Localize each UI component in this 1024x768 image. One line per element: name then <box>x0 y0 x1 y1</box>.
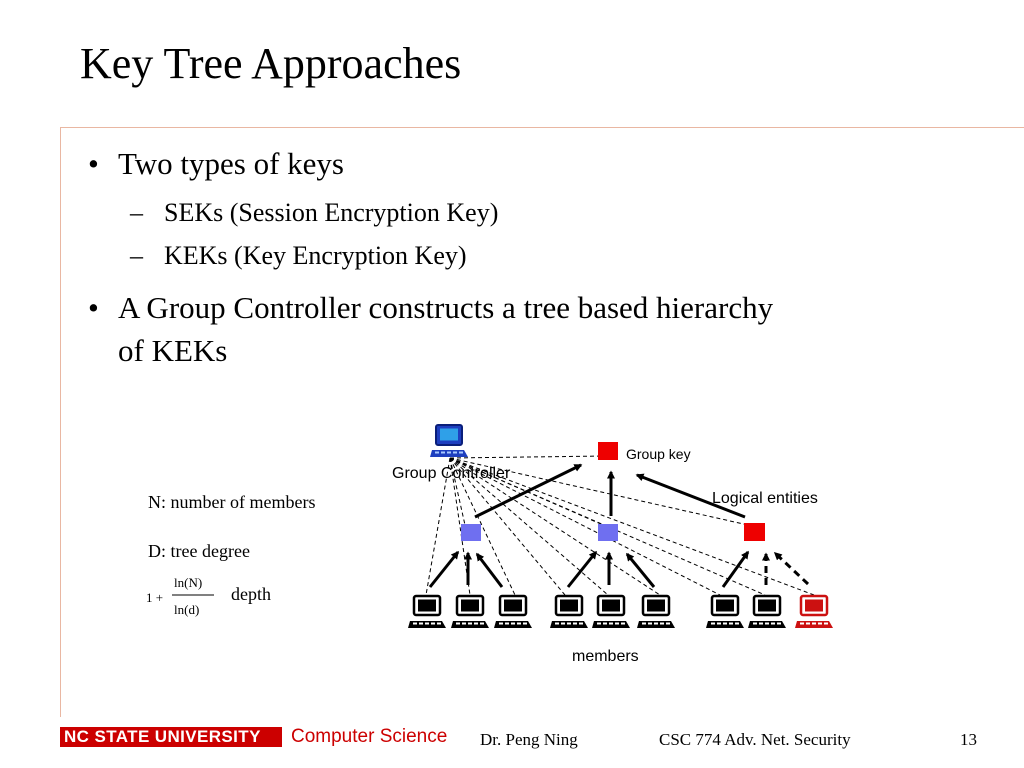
dashed-arrows-right <box>762 551 810 586</box>
formula-one-plus: 1 + <box>146 590 163 605</box>
red-node-right <box>744 523 765 541</box>
highlighted-member-computer-icon <box>793 594 835 630</box>
bullet-2-text-line1: A Group Controller constructs a tree bas… <box>118 290 774 325</box>
blue-node-middle <box>598 524 618 541</box>
bullet-2-text-line2: of KEKs <box>118 333 228 368</box>
logical-entities-label: Logical entities <box>712 490 818 507</box>
university-name: NC STATE UNIVERSITY <box>64 727 261 746</box>
member-computer-icon <box>590 594 632 630</box>
slide-title: Key Tree Approaches <box>80 39 462 88</box>
bullet-list: • Two types of keys – SEKs (Session Encr… <box>88 146 774 368</box>
bullet-glyph: • <box>88 290 99 325</box>
university-logo: NC STATE UNIVERSITY <box>60 727 282 747</box>
group-key-label: Group key <box>626 446 691 462</box>
department-name: Computer Science <box>291 726 448 747</box>
member-computer-icon <box>548 594 590 630</box>
member-computers <box>406 594 835 630</box>
tree-arrows <box>428 463 750 588</box>
formula-numerator: ln(N) <box>174 575 202 590</box>
n-definition: N: number of members <box>148 492 315 512</box>
formula-denominator: ln(d) <box>174 602 199 617</box>
group-key-node <box>598 442 618 460</box>
footer-author: Dr. Peng Ning <box>480 730 578 749</box>
member-computer-icon <box>492 594 534 630</box>
depth-label: depth <box>231 584 271 604</box>
key-tree-diagram: Group Controller Group key Logical entit… <box>146 424 835 665</box>
group-controller-computer-icon <box>429 424 469 458</box>
member-computer-icon <box>746 594 788 630</box>
sub-bullet-1-text: SEKs (Session Encryption Key) <box>164 198 499 227</box>
sub-bullet-glyph: – <box>130 198 143 227</box>
member-computer-icon <box>704 594 746 630</box>
frame-top-line <box>60 127 1024 128</box>
depth-formula: 1 + ln(N) ln(d) depth <box>146 575 271 617</box>
member-computer-icon <box>449 594 491 630</box>
sub-bullet-glyph: – <box>130 241 143 270</box>
sub-bullet-2-text: KEKs (Key Encryption Key) <box>164 241 467 270</box>
footer-course: CSC 774 Adv. Net. Security <box>659 730 851 749</box>
bullet-glyph: • <box>88 146 99 181</box>
members-label: members <box>572 648 639 665</box>
member-computer-icon <box>406 594 448 630</box>
group-controller-label: Group Controller <box>392 465 511 482</box>
frame-left-line <box>60 127 61 717</box>
blue-node-left <box>461 524 481 541</box>
bullet-1-text: Two types of keys <box>118 146 344 181</box>
member-computer-icon <box>635 594 677 630</box>
d-definition: D: tree degree <box>148 541 250 561</box>
slide-number: 13 <box>960 730 977 749</box>
